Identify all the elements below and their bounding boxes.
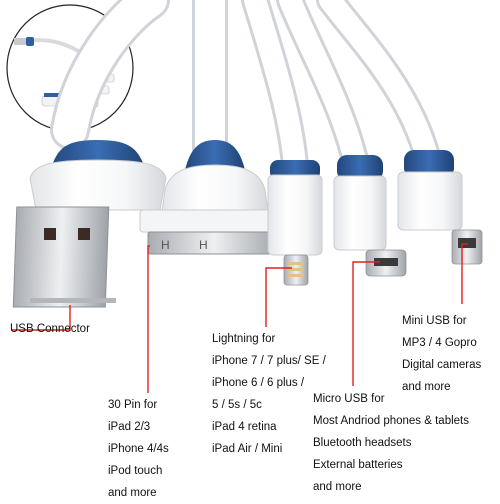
- label-line: MP3 / 4 Gopro: [402, 337, 477, 349]
- label-line: iPhone 6 / 6 plus /: [212, 377, 305, 389]
- label-line: Bluetooth headsets: [313, 437, 412, 449]
- label-line: iPad 4 retina: [212, 421, 277, 433]
- label-usb-connector: USB Connector: [10, 318, 90, 340]
- label-line: iPad 2/3: [108, 421, 151, 433]
- cables: [50, 0, 442, 179]
- label-line: and more: [313, 481, 362, 493]
- svg-text:H: H: [161, 238, 170, 252]
- label-line: 5 / 5s / 5c: [212, 399, 262, 411]
- leader-usb: [11, 305, 71, 331]
- svg-text:H: H: [199, 238, 208, 252]
- label-line: and more: [402, 381, 451, 393]
- micro-usb-plug-icon: [333, 155, 407, 277]
- leader-30pin: [147, 245, 150, 393]
- label-line: and more: [108, 487, 157, 499]
- label-line: USB Connector: [10, 323, 90, 335]
- leader-lightning: [265, 267, 292, 327]
- leader-mini: [461, 243, 468, 304]
- leader-micro: [352, 261, 380, 386]
- label-lightning: Lightning for iPhone 7 / 7 plus/ SE / iPho…: [212, 328, 326, 460]
- usb-a-plug-icon: [12, 140, 167, 308]
- label-line: Mini USB for: [402, 315, 467, 327]
- label-line: iPod touch: [108, 465, 163, 477]
- label-line: iPad Air / Mini: [212, 443, 283, 455]
- lightning-plug-icon: [267, 160, 323, 286]
- label-line: iPhone 4/4s: [108, 443, 169, 455]
- label-line: iPhone 7 / 7 plus/ SE /: [212, 355, 326, 367]
- mini-usb-plug-icon: [397, 150, 483, 265]
- label-line: Digital cameras: [402, 359, 482, 371]
- label-line: Lightning for: [212, 333, 276, 345]
- 30-pin-plug-icon: H H: [139, 140, 289, 255]
- label-line: Most Andriod phones & tablets: [313, 415, 469, 427]
- label-line: 30 Pin for: [108, 399, 158, 411]
- label-line: External batteries: [313, 459, 403, 471]
- leader-lines: [11, 243, 468, 393]
- label-30-pin: 30 Pin for iPad 2/3 iPhone 4/4s iPod touch a…: [108, 394, 169, 504]
- label-line: Micro USB for: [313, 393, 385, 405]
